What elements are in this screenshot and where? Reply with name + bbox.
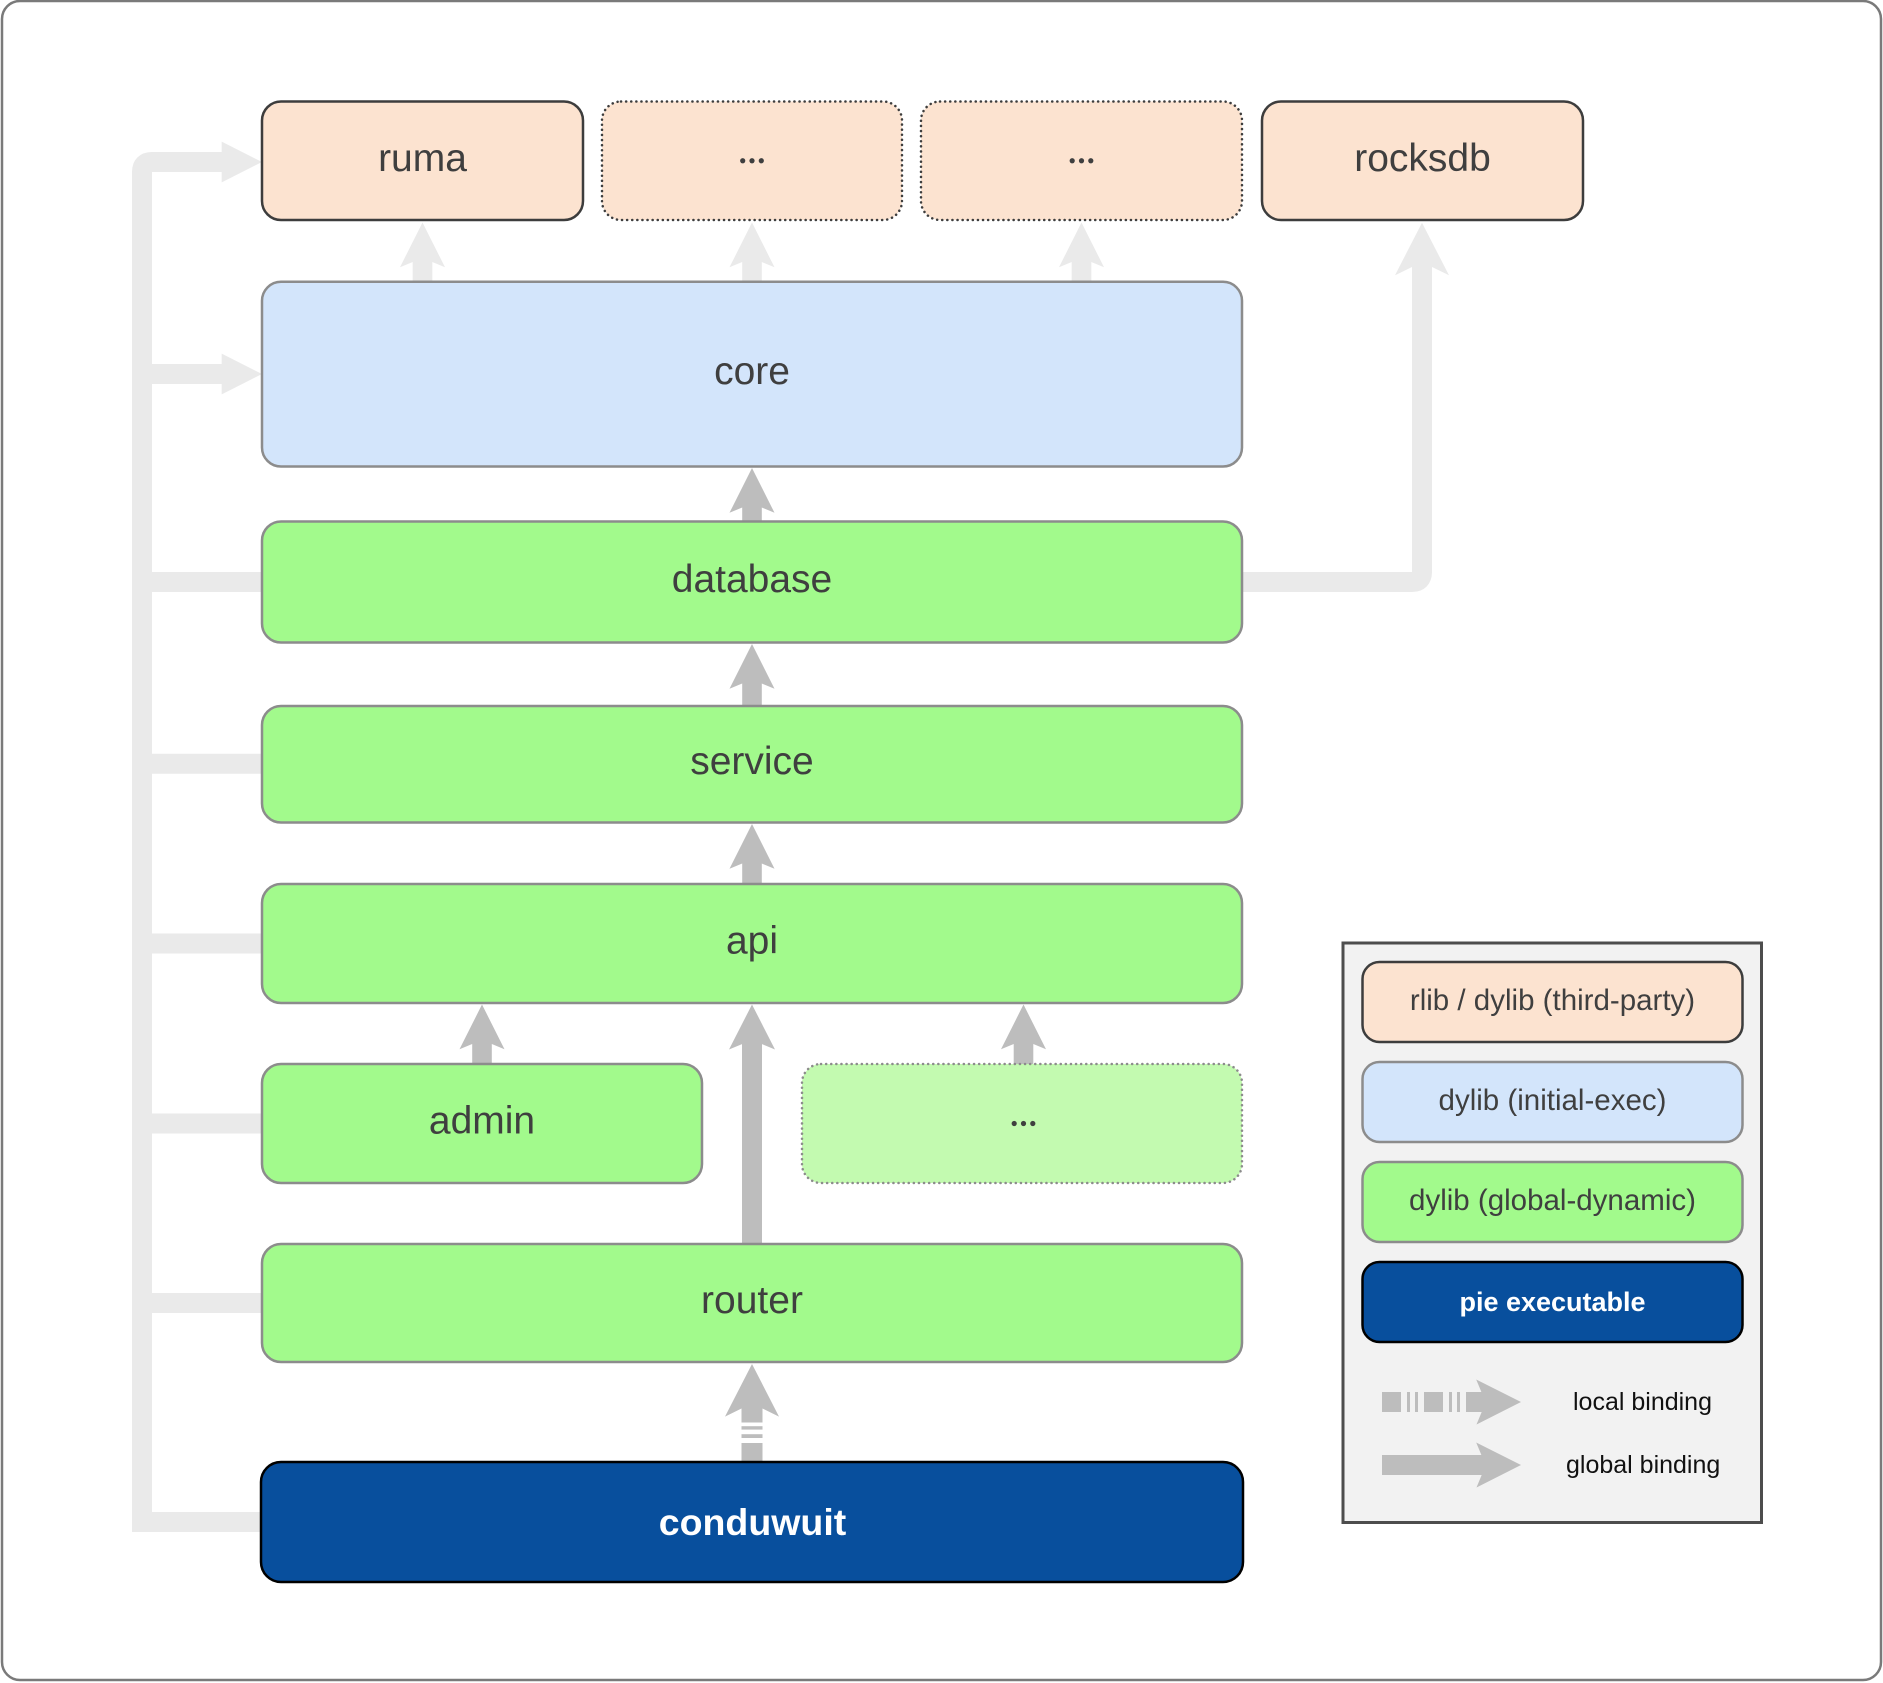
- svg-text:pie executable: pie executable: [1459, 1287, 1645, 1317]
- svg-text:local binding: local binding: [1573, 1388, 1712, 1416]
- svg-text:router: router: [701, 1279, 803, 1322]
- svg-text:admin: admin: [429, 1100, 535, 1143]
- svg-text:database: database: [672, 558, 832, 601]
- svg-text:rocksdb: rocksdb: [1354, 137, 1491, 180]
- svg-text:service: service: [690, 740, 814, 783]
- svg-text:dylib (global-dynamic): dylib (global-dynamic): [1409, 1184, 1696, 1217]
- svg-text:global binding: global binding: [1566, 1451, 1720, 1479]
- svg-text:conduwuit: conduwuit: [659, 1501, 847, 1543]
- svg-text:api: api: [726, 920, 778, 963]
- svg-text:dylib (initial-exec): dylib (initial-exec): [1439, 1084, 1667, 1117]
- svg-text:ruma: ruma: [378, 137, 467, 180]
- svg-text:core: core: [714, 350, 790, 393]
- svg-text:rlib / dylib (third-party): rlib / dylib (third-party): [1410, 984, 1695, 1017]
